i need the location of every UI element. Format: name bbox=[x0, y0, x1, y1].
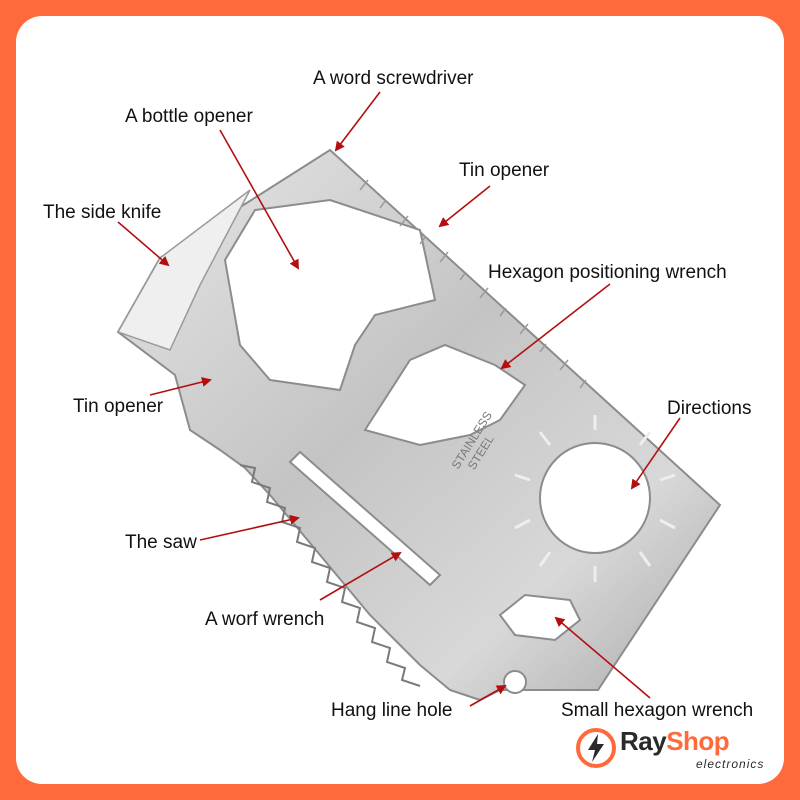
card-body: STAINLESS STEEL bbox=[116, 148, 722, 702]
logo-brand-shop: Shop bbox=[666, 726, 730, 756]
label-small-hex-wrench: Small hexagon wrench bbox=[561, 700, 754, 721]
arrow-small-hex bbox=[554, 616, 651, 699]
logo-subtitle: electronics bbox=[696, 757, 765, 771]
arrow-side-knife bbox=[117, 221, 170, 267]
bottle-opener-cutout bbox=[223, 198, 437, 392]
label-saw: The saw bbox=[125, 532, 197, 553]
direction-rays bbox=[514, 415, 676, 582]
callout-arrows bbox=[117, 91, 681, 707]
arrow-tin-opener-left bbox=[149, 377, 212, 396]
label-side-knife: The side knife bbox=[43, 202, 162, 223]
label-word-screwdriver: A word screwdriver bbox=[313, 68, 474, 89]
label-hex-positioning-wrench: Hexagon positioning wrench bbox=[488, 262, 727, 283]
hex-wrench-cutout bbox=[363, 343, 527, 447]
saw-teeth bbox=[239, 464, 421, 687]
worf-wrench-slot bbox=[288, 450, 442, 587]
label-tin-opener-top: Tin opener bbox=[459, 160, 550, 181]
arrow-saw bbox=[199, 514, 300, 541]
label-hang-line-hole: Hang line hole bbox=[331, 700, 453, 721]
arrow-hang-line-hole bbox=[469, 685, 507, 707]
ruler-ticks bbox=[359, 179, 587, 389]
arrow-word-screwdriver bbox=[334, 91, 381, 152]
arrow-directions bbox=[630, 417, 681, 490]
small-hex-cutout bbox=[498, 593, 582, 642]
logo-mark-icon bbox=[576, 728, 616, 768]
survival-card-tool: STAINLESS STEEL bbox=[116, 91, 722, 707]
arrow-worf-wrench bbox=[319, 551, 402, 601]
rayshop-logo: RayShop electronics bbox=[576, 724, 784, 780]
directions-circle bbox=[539, 442, 651, 554]
hang-line-hole bbox=[503, 670, 527, 694]
arrow-hex-positioning bbox=[500, 283, 611, 370]
label-directions: Directions bbox=[667, 398, 752, 419]
logo-brand: RayShop bbox=[620, 726, 730, 757]
logo-brand-ray: Ray bbox=[620, 726, 667, 756]
label-worf-wrench: A worf wrench bbox=[205, 609, 325, 630]
arrow-tin-opener-top bbox=[438, 185, 491, 228]
label-bottle-opener: A bottle opener bbox=[125, 106, 253, 127]
arrow-bottle-opener bbox=[219, 129, 299, 270]
side-knife-edge bbox=[116, 189, 251, 351]
label-tin-opener-left: Tin opener bbox=[73, 396, 164, 417]
white-panel: STAINLESS STEEL A word screwdriver bbox=[16, 16, 784, 784]
